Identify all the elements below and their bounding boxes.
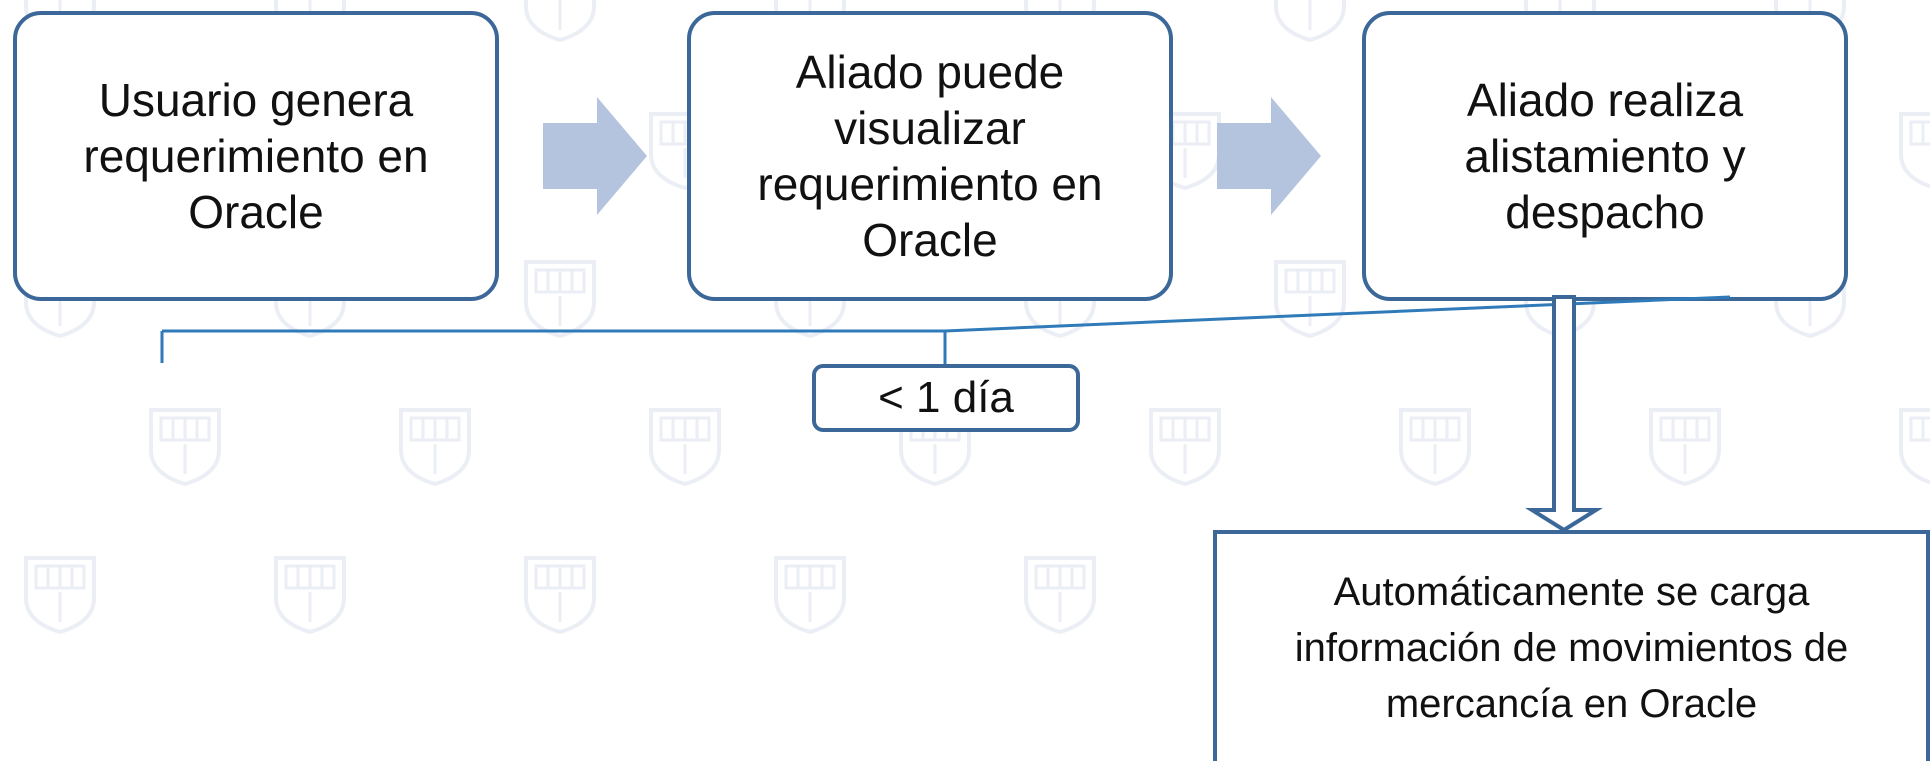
right-arrow-icon <box>543 97 647 215</box>
step-box-create-request-text: Usuario genera requerimiento en Oracle <box>83 74 429 238</box>
watermark-emblem-icon <box>524 556 596 635</box>
watermark-emblem-icon <box>1274 0 1346 43</box>
step-box-dispatch: Aliado realiza alistamiento y despacho <box>1362 11 1848 301</box>
watermark-emblem-icon <box>24 556 96 635</box>
watermark-emblem-icon <box>524 260 596 339</box>
watermark-emblem-icon <box>1024 556 1096 635</box>
right-arrow-icon <box>1217 97 1321 215</box>
watermark-emblem-icon <box>1274 260 1346 339</box>
watermark-emblem-icon <box>649 408 721 487</box>
watermark-emblem-icon <box>1899 408 1930 485</box>
step-box-dispatch-text: Aliado realiza alistamiento y despacho <box>1464 74 1746 238</box>
duration-label-box: < 1 día <box>812 364 1080 432</box>
step-box-view-request-text: Aliado puede visualizar requerimiento en… <box>757 46 1103 266</box>
watermark-emblem-icon <box>1399 408 1471 487</box>
watermark-emblem-icon <box>1649 408 1721 487</box>
result-box: Automáticamente se carga información de … <box>1213 530 1930 761</box>
watermark-emblem-icon <box>399 408 471 487</box>
watermark-emblem-icon <box>774 556 846 635</box>
watermark-emblem-icon <box>1149 408 1221 487</box>
duration-bracket <box>160 295 1731 364</box>
duration-label: < 1 día <box>878 373 1014 422</box>
step-box-create-request: Usuario genera requerimiento en Oracle <box>13 11 499 301</box>
watermark-emblem-icon <box>149 408 221 487</box>
watermark-emblem-icon <box>1899 112 1930 189</box>
watermark-emblem-icon <box>524 0 596 43</box>
down-arrow-icon <box>1525 295 1603 533</box>
watermark-emblem-icon <box>274 556 346 635</box>
result-text: Automáticamente se carga información de … <box>1294 570 1849 726</box>
step-box-view-request: Aliado puede visualizar requerimiento en… <box>687 11 1173 301</box>
